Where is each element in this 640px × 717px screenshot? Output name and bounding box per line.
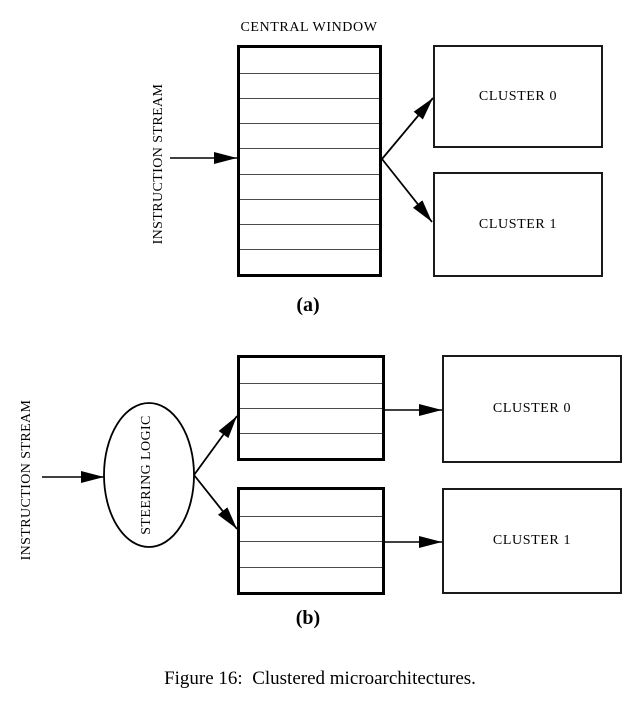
instruction-stream-label-a: INSTRUCTION STREAM bbox=[151, 83, 166, 245]
window-row-separator bbox=[240, 148, 379, 150]
arrow-b-fork-window1 bbox=[193, 474, 238, 530]
cluster1-box-a: CLUSTER 1 bbox=[433, 172, 603, 277]
cluster0-window-b bbox=[237, 355, 385, 461]
window-row-separator bbox=[240, 433, 382, 434]
arrow-a-fork-cluster1 bbox=[381, 158, 433, 223]
part-a-label: (a) bbox=[296, 294, 320, 316]
cluster0-label-b: CLUSTER 0 bbox=[492, 401, 572, 416]
arrow-a-fork-cluster0 bbox=[381, 97, 434, 160]
window-row-separator bbox=[240, 123, 379, 125]
window-row-separator bbox=[240, 541, 382, 542]
cluster0-label-a: CLUSTER 0 bbox=[478, 88, 558, 104]
steering-logic-label: STEERING LOGIC bbox=[139, 415, 154, 535]
window-row-separator bbox=[240, 173, 379, 175]
instruction-stream-label-b: INSTRUCTION STREAM bbox=[19, 399, 34, 561]
window-row-separator bbox=[240, 198, 379, 200]
cluster1-window-b bbox=[237, 487, 385, 595]
cluster1-label-b: CLUSTER 1 bbox=[492, 533, 572, 548]
window-row-separator bbox=[240, 515, 382, 517]
window-row-separator bbox=[240, 383, 382, 384]
window-row-separator bbox=[240, 566, 382, 568]
window-row-separator bbox=[240, 223, 379, 225]
figure-caption: Figure 16: Clustered microarchitectures. bbox=[164, 668, 476, 689]
window-row-separator bbox=[240, 248, 379, 250]
central-window-title: CENTRAL WINDOW bbox=[240, 20, 378, 35]
part-b-label: (b) bbox=[295, 607, 321, 629]
window-row-separator bbox=[240, 73, 379, 75]
cluster0-box-b: CLUSTER 0 bbox=[442, 355, 622, 463]
arrow-b-fork-window0 bbox=[193, 415, 238, 476]
cluster0-box-a: CLUSTER 0 bbox=[433, 45, 603, 148]
central-window bbox=[237, 45, 382, 277]
cluster1-box-b: CLUSTER 1 bbox=[442, 488, 622, 594]
window-row-separator bbox=[240, 408, 382, 409]
cluster1-label-a: CLUSTER 1 bbox=[478, 216, 558, 232]
window-row-separator bbox=[240, 98, 379, 100]
